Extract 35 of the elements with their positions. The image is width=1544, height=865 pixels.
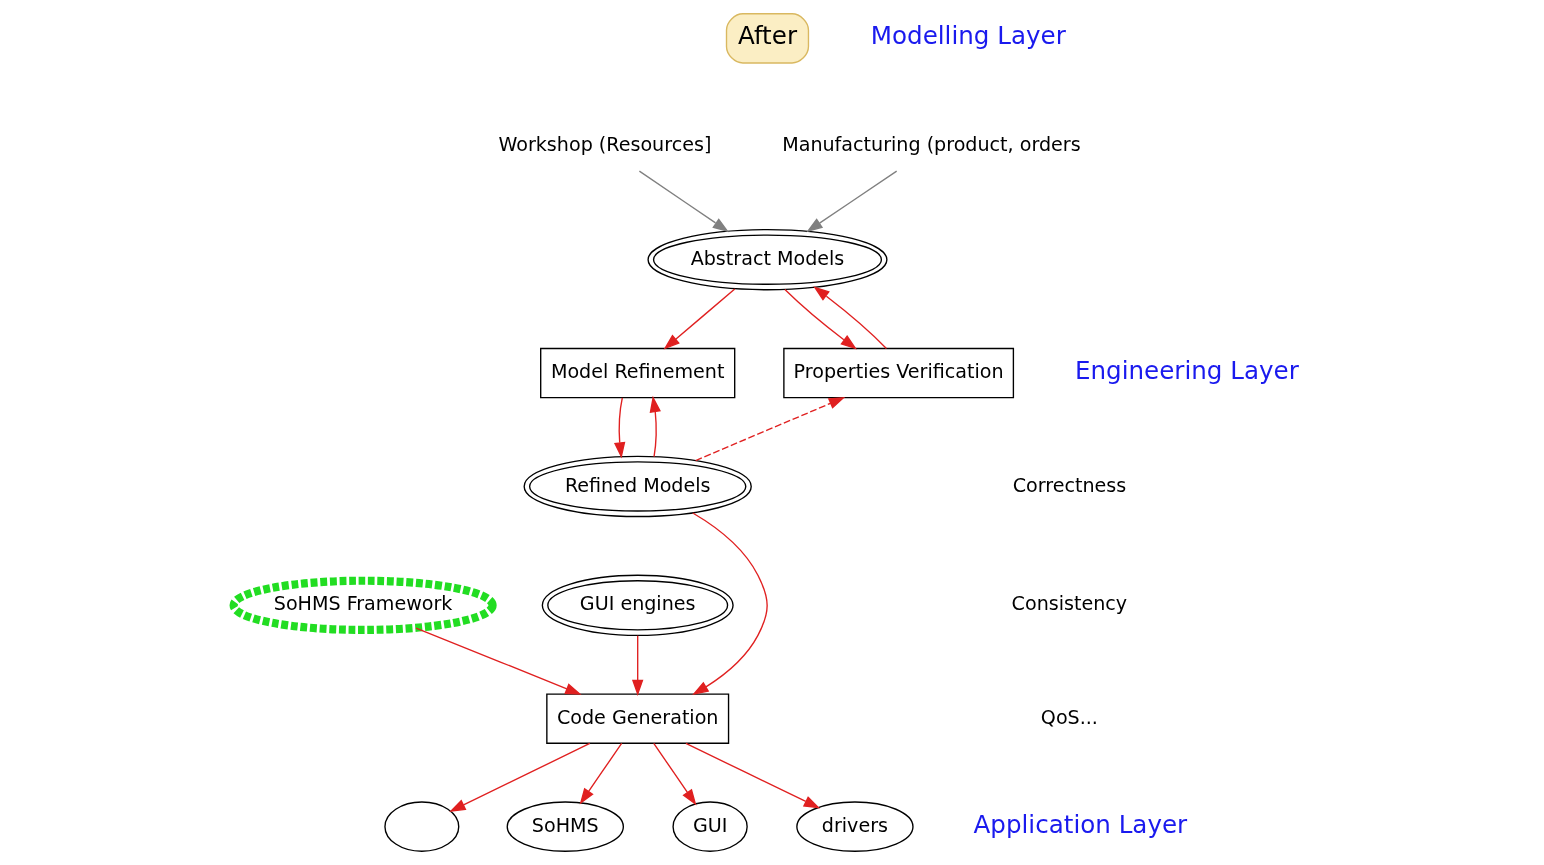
node-ellipse: Refined Models	[523, 455, 752, 518]
node-ellipse: Abstract Models	[647, 228, 888, 291]
label: Correctness	[1012, 473, 1127, 497]
node-text: Workshop (Resources]	[498, 133, 712, 157]
node-ellipse: GUI engines	[541, 574, 734, 637]
arrow	[631, 635, 644, 697]
node-ellipse: drivers	[796, 801, 914, 852]
arrow	[692, 512, 768, 695]
node-ellipse: SoHMS Framework	[229, 576, 497, 634]
arrow	[813, 286, 888, 350]
label: QoS...	[1040, 705, 1098, 729]
label: Engineering Layer	[1074, 356, 1299, 386]
node-box: After	[725, 13, 810, 64]
node-box: Properties Verification	[783, 347, 1015, 399]
label: Modelling Layer	[870, 21, 1066, 51]
arrow	[695, 397, 846, 462]
node-ellipse: SoHMS	[506, 801, 625, 852]
arrow	[653, 742, 697, 806]
node-ellipse	[384, 801, 460, 852]
label: Application Layer	[973, 809, 1188, 839]
label: Consistency	[1011, 592, 1128, 616]
node-text: Manufacturing (product, orders	[782, 133, 1081, 157]
arrow	[685, 742, 821, 809]
arrow	[579, 742, 623, 805]
arrow	[638, 170, 730, 233]
arrow	[449, 742, 591, 812]
arrow	[415, 627, 582, 695]
arrow	[784, 288, 857, 350]
arrow	[806, 170, 898, 233]
node-box: Code Generation	[546, 693, 730, 744]
node-ellipse: GUI	[672, 801, 748, 852]
arrow	[649, 395, 661, 458]
arrow	[663, 288, 736, 350]
arrow	[613, 397, 626, 459]
node-box: Model Refinement	[540, 347, 736, 399]
